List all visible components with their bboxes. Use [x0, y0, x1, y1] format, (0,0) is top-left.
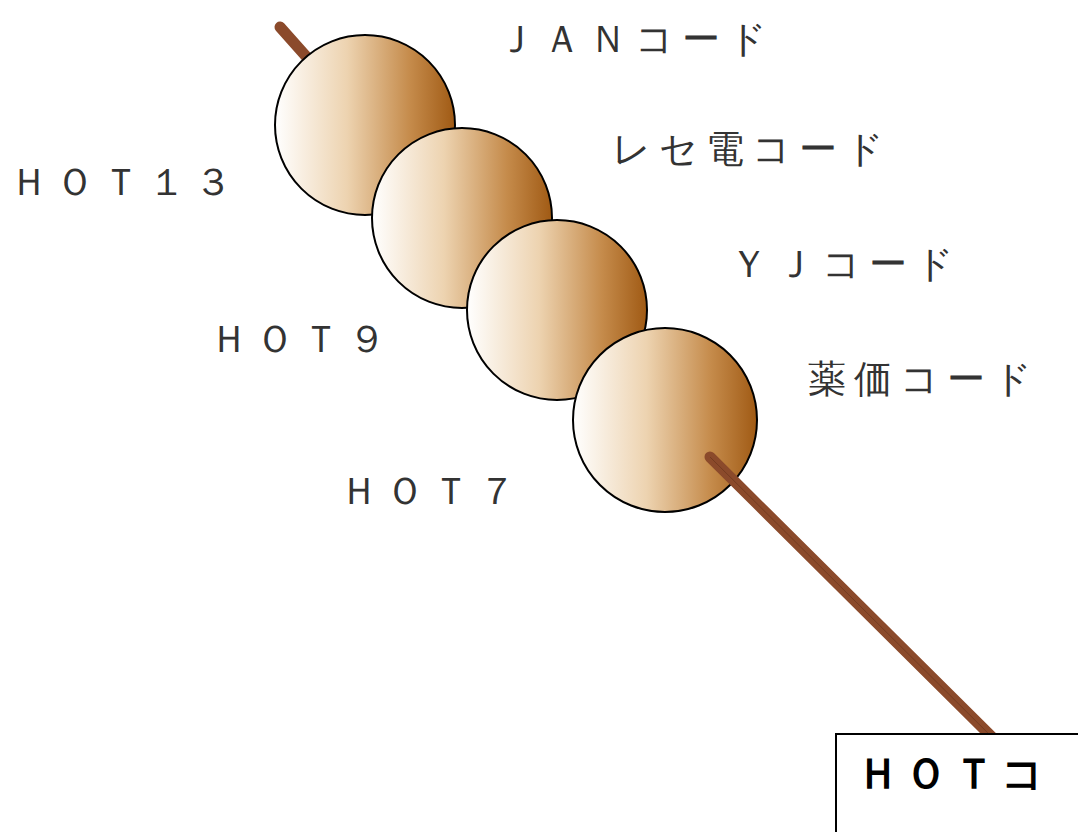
box-title: ＨＯＴコ — [857, 749, 1050, 799]
code-label: ＹＪコード — [730, 242, 962, 288]
code-label: ＨＯＴ７ — [340, 469, 524, 515]
code-label: レセ電コード — [612, 127, 892, 173]
code-box: ＨＯＴコ — [835, 733, 1078, 832]
skewer-edge — [710, 457, 1000, 745]
code-label: ＨＯＴ１３ — [10, 160, 240, 206]
code-label: 薬価コード — [808, 357, 1040, 403]
dango-ball — [573, 328, 757, 512]
code-label: ＪＡＮコード — [497, 17, 775, 63]
code-label: ＨＯＴ９ — [210, 317, 394, 363]
skewer-stick — [710, 457, 1000, 745]
